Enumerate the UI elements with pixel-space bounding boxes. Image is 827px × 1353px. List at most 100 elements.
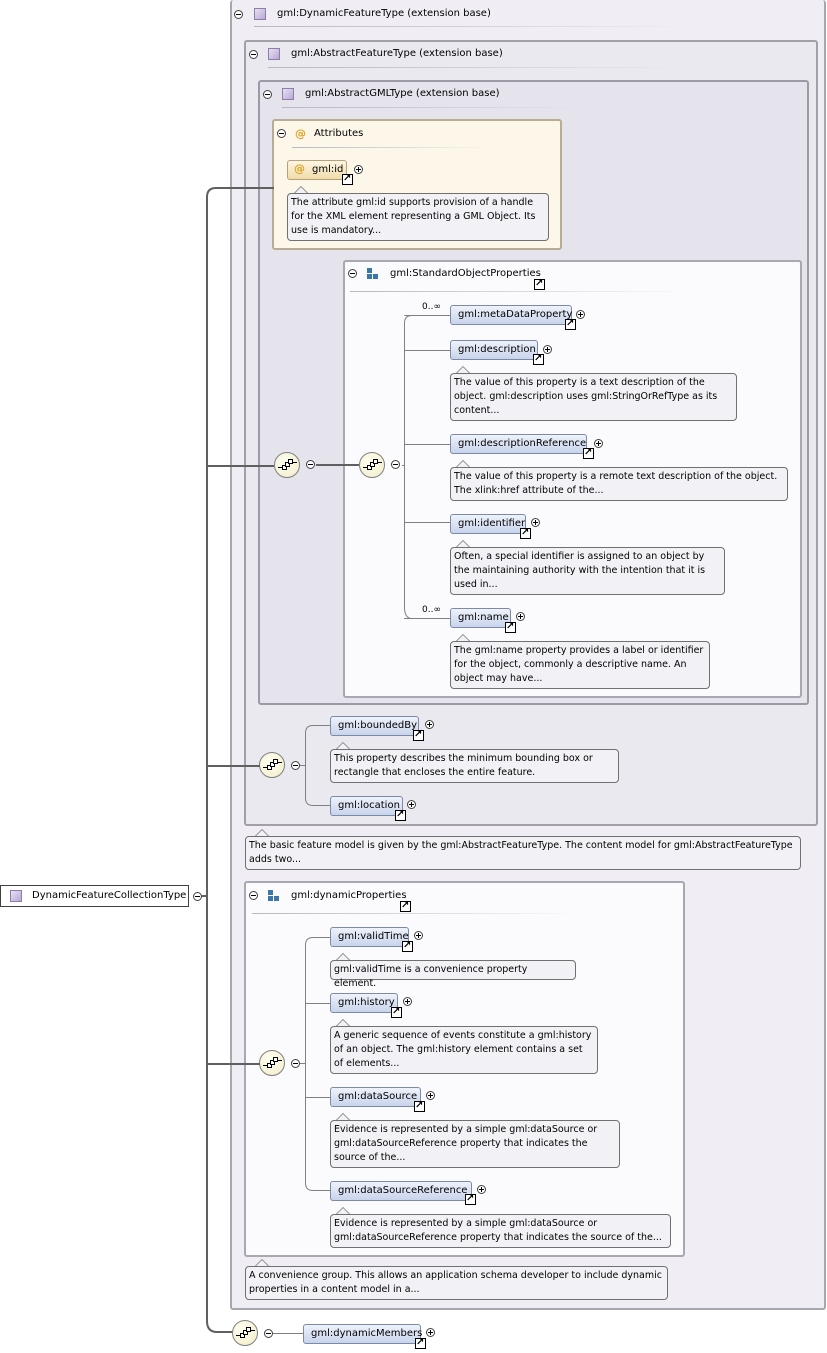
divider <box>292 147 492 148</box>
link-arrow-icon[interactable] <box>402 940 413 952</box>
element-bounded-by[interactable]: gml:boundedBy <box>330 716 419 736</box>
root-type-node[interactable]: DynamicFeatureCollectionType <box>0 885 189 907</box>
group-icon <box>367 268 379 280</box>
connector-curves <box>300 937 330 1191</box>
collapse-minus-icon[interactable] <box>249 50 258 59</box>
link-arrow-icon[interactable] <box>534 278 545 290</box>
element-description-reference[interactable]: gml:descriptionReference <box>450 434 587 454</box>
expand-plus-icon[interactable] <box>594 439 603 448</box>
expand-plus-icon[interactable] <box>426 1091 435 1100</box>
element-data-source-reference-doc: Evidence is represented by a simple gml:… <box>330 1214 671 1248</box>
sequence-compositor-icon[interactable] <box>259 752 285 778</box>
link-arrow-icon[interactable] <box>465 1193 476 1205</box>
dynamic-properties-doc: A convenience group. This allows an appl… <box>245 1266 668 1300</box>
element-label: gml:history <box>338 997 395 1008</box>
expand-plus-icon[interactable] <box>407 800 416 809</box>
element-data-source-doc: Evidence is represented by a simple gml:… <box>330 1120 620 1168</box>
main-connector <box>202 187 274 1333</box>
connector-curves <box>300 725 330 806</box>
expand-plus-icon[interactable] <box>403 997 412 1006</box>
expand-plus-icon[interactable] <box>354 165 363 174</box>
element-history[interactable]: gml:history <box>330 993 398 1013</box>
element-name-doc: The gml:name property provides a label o… <box>450 641 710 689</box>
link-arrow-icon[interactable] <box>391 1006 402 1018</box>
expand-plus-icon[interactable] <box>425 720 434 729</box>
collapse-minus-icon[interactable] <box>263 90 272 99</box>
group-icon <box>268 890 280 902</box>
element-valid-time-doc: gml:validTime is a convenience property … <box>330 960 576 989</box>
tooltip-notch <box>456 366 470 373</box>
divider <box>254 26 694 27</box>
link-arrow-icon[interactable] <box>520 527 531 539</box>
sequence-compositor-icon[interactable] <box>359 452 385 478</box>
element-label: gml:name <box>458 612 509 623</box>
attribute-gml-id[interactable]: @gml:id <box>287 160 347 180</box>
connector <box>404 444 450 445</box>
collapse-minus-icon[interactable] <box>291 1059 300 1068</box>
element-identifier[interactable]: gml:identifier <box>450 514 526 534</box>
abstract-feature-type-label: gml:AbstractFeatureType (extension base) <box>291 48 503 59</box>
tooltip-notch <box>456 460 470 467</box>
element-location[interactable]: gml:location <box>330 796 403 816</box>
element-description-doc: The value of this property is a text des… <box>450 373 737 421</box>
collapse-minus-icon[interactable] <box>277 129 286 138</box>
link-arrow-icon[interactable] <box>342 173 353 185</box>
collapse-minus-icon[interactable] <box>234 10 243 19</box>
collapse-minus-icon[interactable] <box>249 891 258 900</box>
tooltip-notch <box>336 742 350 749</box>
tooltip-notch <box>336 953 350 960</box>
divider <box>282 107 582 108</box>
sequence-compositor-icon[interactable] <box>232 1320 258 1346</box>
collapse-minus-icon[interactable] <box>291 761 300 770</box>
connector <box>316 464 359 466</box>
link-arrow-icon[interactable] <box>565 318 576 330</box>
element-identifier-doc: Often, a special identifier is assigned … <box>450 547 725 595</box>
element-description[interactable]: gml:description <box>450 340 538 360</box>
link-arrow-icon[interactable] <box>505 621 516 633</box>
element-bounded-by-doc: This property describes the minimum boun… <box>330 749 619 783</box>
link-arrow-icon[interactable] <box>400 900 411 912</box>
tooltip-notch <box>336 1019 350 1026</box>
attributes-label: Attributes <box>314 128 364 139</box>
link-arrow-icon[interactable] <box>415 1337 426 1349</box>
expand-plus-icon[interactable] <box>516 612 525 621</box>
element-metadata-property[interactable]: gml:metaDataProperty <box>450 305 572 325</box>
element-name[interactable]: gml:name <box>450 608 511 628</box>
expand-plus-icon[interactable] <box>576 310 585 319</box>
sequence-compositor-icon[interactable] <box>274 452 300 478</box>
element-dynamic-members[interactable]: gml:dynamicMembers <box>303 1324 422 1344</box>
divider <box>252 913 582 914</box>
complex-type-icon <box>254 8 266 20</box>
tooltip-notch <box>336 1113 350 1120</box>
link-arrow-icon[interactable] <box>395 809 406 821</box>
connector <box>404 323 405 607</box>
collapse-minus-icon[interactable] <box>193 892 202 901</box>
connector <box>404 350 450 351</box>
collapse-minus-icon[interactable] <box>306 460 315 469</box>
expand-plus-icon[interactable] <box>543 345 552 354</box>
collapse-minus-icon[interactable] <box>391 460 400 469</box>
collapse-minus-icon[interactable] <box>348 269 357 278</box>
link-arrow-icon[interactable] <box>533 353 544 365</box>
link-arrow-icon[interactable] <box>413 729 424 741</box>
element-label: gml:validTime <box>338 931 409 942</box>
element-data-source[interactable]: gml:dataSource <box>330 1087 421 1107</box>
expand-plus-icon[interactable] <box>426 1328 435 1337</box>
link-arrow-icon[interactable] <box>414 1100 425 1112</box>
complex-type-icon <box>268 48 280 60</box>
connector <box>402 465 405 466</box>
element-label: gml:dataSourceReference <box>338 1185 468 1196</box>
expand-plus-icon[interactable] <box>531 518 540 527</box>
expand-plus-icon[interactable] <box>414 931 423 940</box>
collapse-minus-icon[interactable] <box>264 1329 273 1338</box>
tooltip-notch <box>255 1259 269 1266</box>
cardinality-label: 0..∞ <box>422 605 441 615</box>
element-valid-time[interactable]: gml:validTime <box>330 927 409 947</box>
attribute-gml-id-doc: The attribute gml:id supports provision … <box>287 193 549 241</box>
link-arrow-icon[interactable] <box>583 447 594 459</box>
divider <box>268 67 688 68</box>
element-label: gml:location <box>338 800 400 811</box>
connector-curves <box>404 315 450 619</box>
expand-plus-icon[interactable] <box>477 1185 486 1194</box>
element-data-source-reference[interactable]: gml:dataSourceReference <box>330 1181 472 1201</box>
